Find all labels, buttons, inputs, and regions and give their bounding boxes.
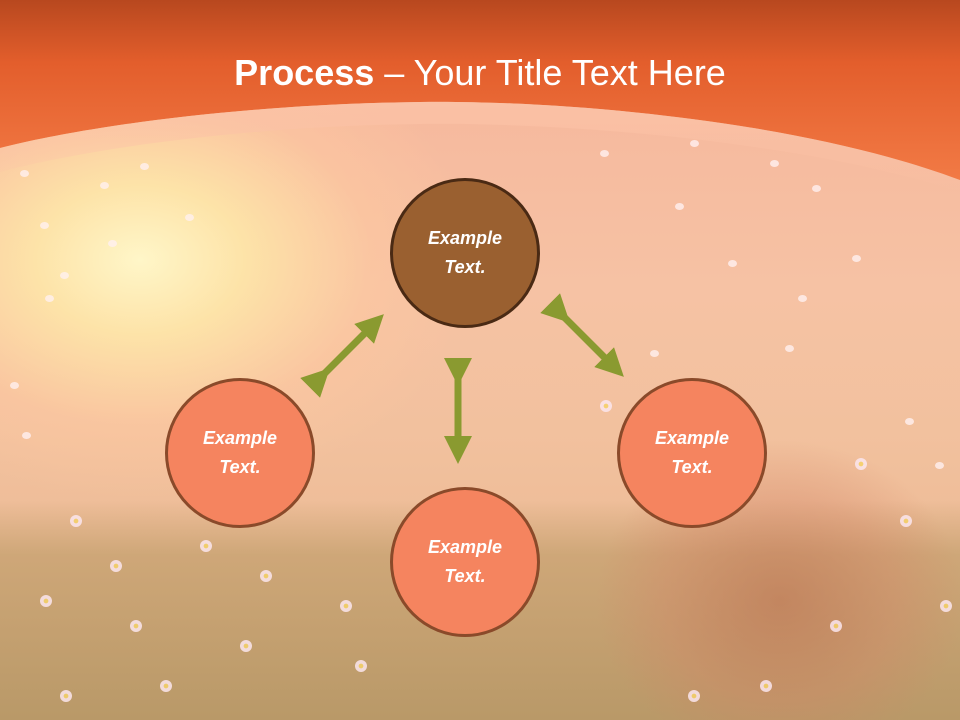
double-arrow-icon <box>540 293 624 377</box>
flower-decoration <box>240 640 252 652</box>
petal-decoration <box>45 295 54 302</box>
petal-decoration <box>852 255 861 262</box>
petal-decoration <box>10 382 19 389</box>
petal-decoration <box>600 150 609 157</box>
flower-decoration <box>40 595 52 607</box>
flower-decoration <box>60 690 72 702</box>
petal-decoration <box>690 140 699 147</box>
petal-decoration <box>40 222 49 229</box>
process-node-top-text: Example Text. <box>427 228 503 277</box>
flower-decoration <box>830 620 842 632</box>
process-node-top: Example Text. <box>390 178 540 328</box>
petal-decoration <box>798 295 807 302</box>
petal-decoration <box>108 240 117 247</box>
flower-decoration <box>355 660 367 672</box>
process-node-right-text: Example Text. <box>654 428 730 477</box>
flower-decoration <box>340 600 352 612</box>
petal-decoration <box>650 350 659 357</box>
flower-decoration <box>600 400 612 412</box>
flower-decoration <box>688 690 700 702</box>
double-arrow-icon <box>300 314 384 398</box>
petal-decoration <box>675 203 684 210</box>
process-node-left-text: Example Text. <box>202 428 278 477</box>
flower-decoration <box>160 680 172 692</box>
petal-decoration <box>100 182 109 189</box>
flower-decoration <box>855 458 867 470</box>
process-node-right: Example Text. <box>617 378 767 528</box>
flower-decoration <box>260 570 272 582</box>
flower-decoration <box>130 620 142 632</box>
petal-decoration <box>140 163 149 170</box>
title-bold: Process <box>234 52 375 93</box>
flower-decoration <box>110 560 122 572</box>
petal-decoration <box>935 462 944 469</box>
petal-decoration <box>770 160 779 167</box>
petal-decoration <box>785 345 794 352</box>
petal-decoration <box>20 170 29 177</box>
petal-decoration <box>60 272 69 279</box>
process-node-bottom: Example Text. <box>390 487 540 637</box>
petal-decoration <box>185 214 194 221</box>
slide-title: Process – Your Title Text Here <box>0 52 960 94</box>
flower-decoration <box>70 515 82 527</box>
flower-decoration <box>900 515 912 527</box>
petal-decoration <box>728 260 737 267</box>
flower-decoration <box>940 600 952 612</box>
header-band <box>0 0 960 192</box>
flower-decoration <box>200 540 212 552</box>
flower-decoration <box>760 680 772 692</box>
petal-decoration <box>905 418 914 425</box>
process-node-left: Example Text. <box>165 378 315 528</box>
petal-decoration <box>812 185 821 192</box>
petal-decoration <box>22 432 31 439</box>
title-rest: – Your Title Text Here <box>374 52 726 93</box>
process-node-bottom-text: Example Text. <box>427 537 503 586</box>
